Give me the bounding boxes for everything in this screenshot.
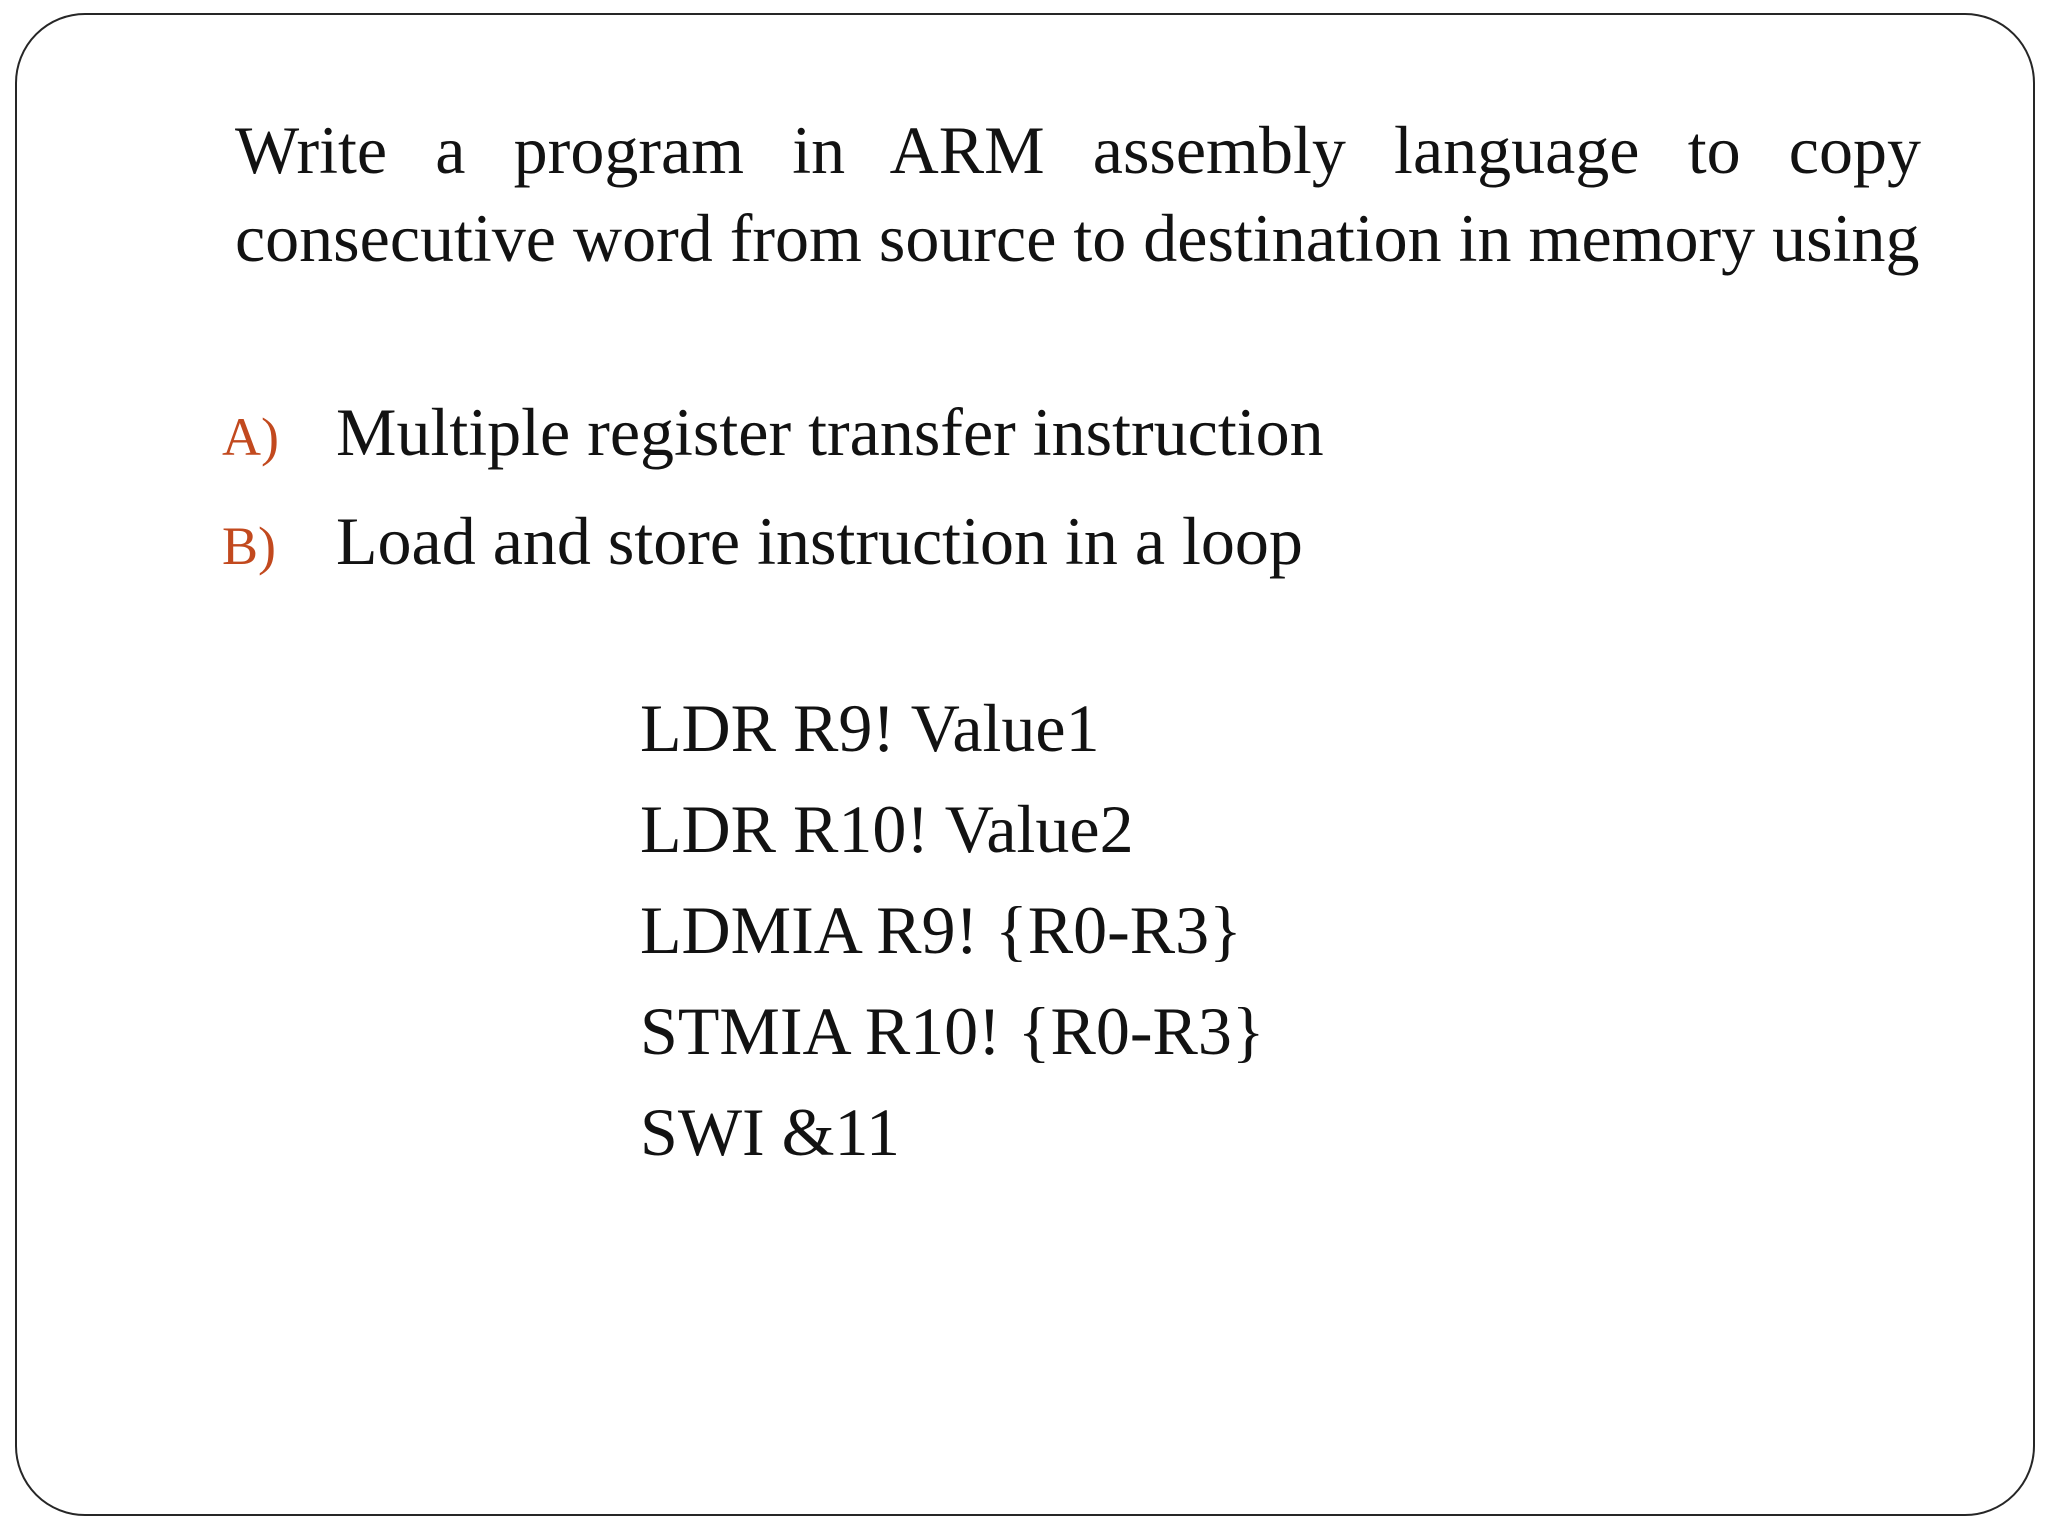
question-title-line1: Write a program in ARM assembly language…: [235, 112, 1921, 188]
list-item-b-text: Load and store instruction in a loop: [336, 503, 1303, 579]
slide-border-frame: [15, 13, 2035, 1516]
list-item-b-marker: B): [222, 516, 276, 576]
list-item-a-text: Multiple register transfer instruction: [336, 394, 1324, 470]
options-list: A) Multiple register transfer instruction…: [222, 380, 1324, 598]
code-line-5: SWI &11: [640, 1094, 901, 1170]
question-title-line2: consecutive word from source to destinat…: [235, 200, 1920, 276]
code-line-1: LDR R9! Value1: [640, 690, 1100, 766]
question-title: Write a program in ARM assembly language…: [235, 106, 1921, 282]
code-line-3: LDMIA R9! {R0-R3}: [640, 892, 1242, 968]
list-item-b: B) Load and store instruction in a loop: [222, 489, 1324, 598]
code-line-2: LDR R10! Value2: [640, 791, 1134, 867]
assembly-code-block: LDR R9! Value1 LDR R10! Value2 LDMIA R9!…: [640, 678, 1264, 1183]
list-item-a: A) Multiple register transfer instruction: [222, 380, 1324, 489]
code-line-4: STMIA R10! {R0-R3}: [640, 993, 1265, 1069]
list-item-a-marker: A): [222, 407, 279, 467]
